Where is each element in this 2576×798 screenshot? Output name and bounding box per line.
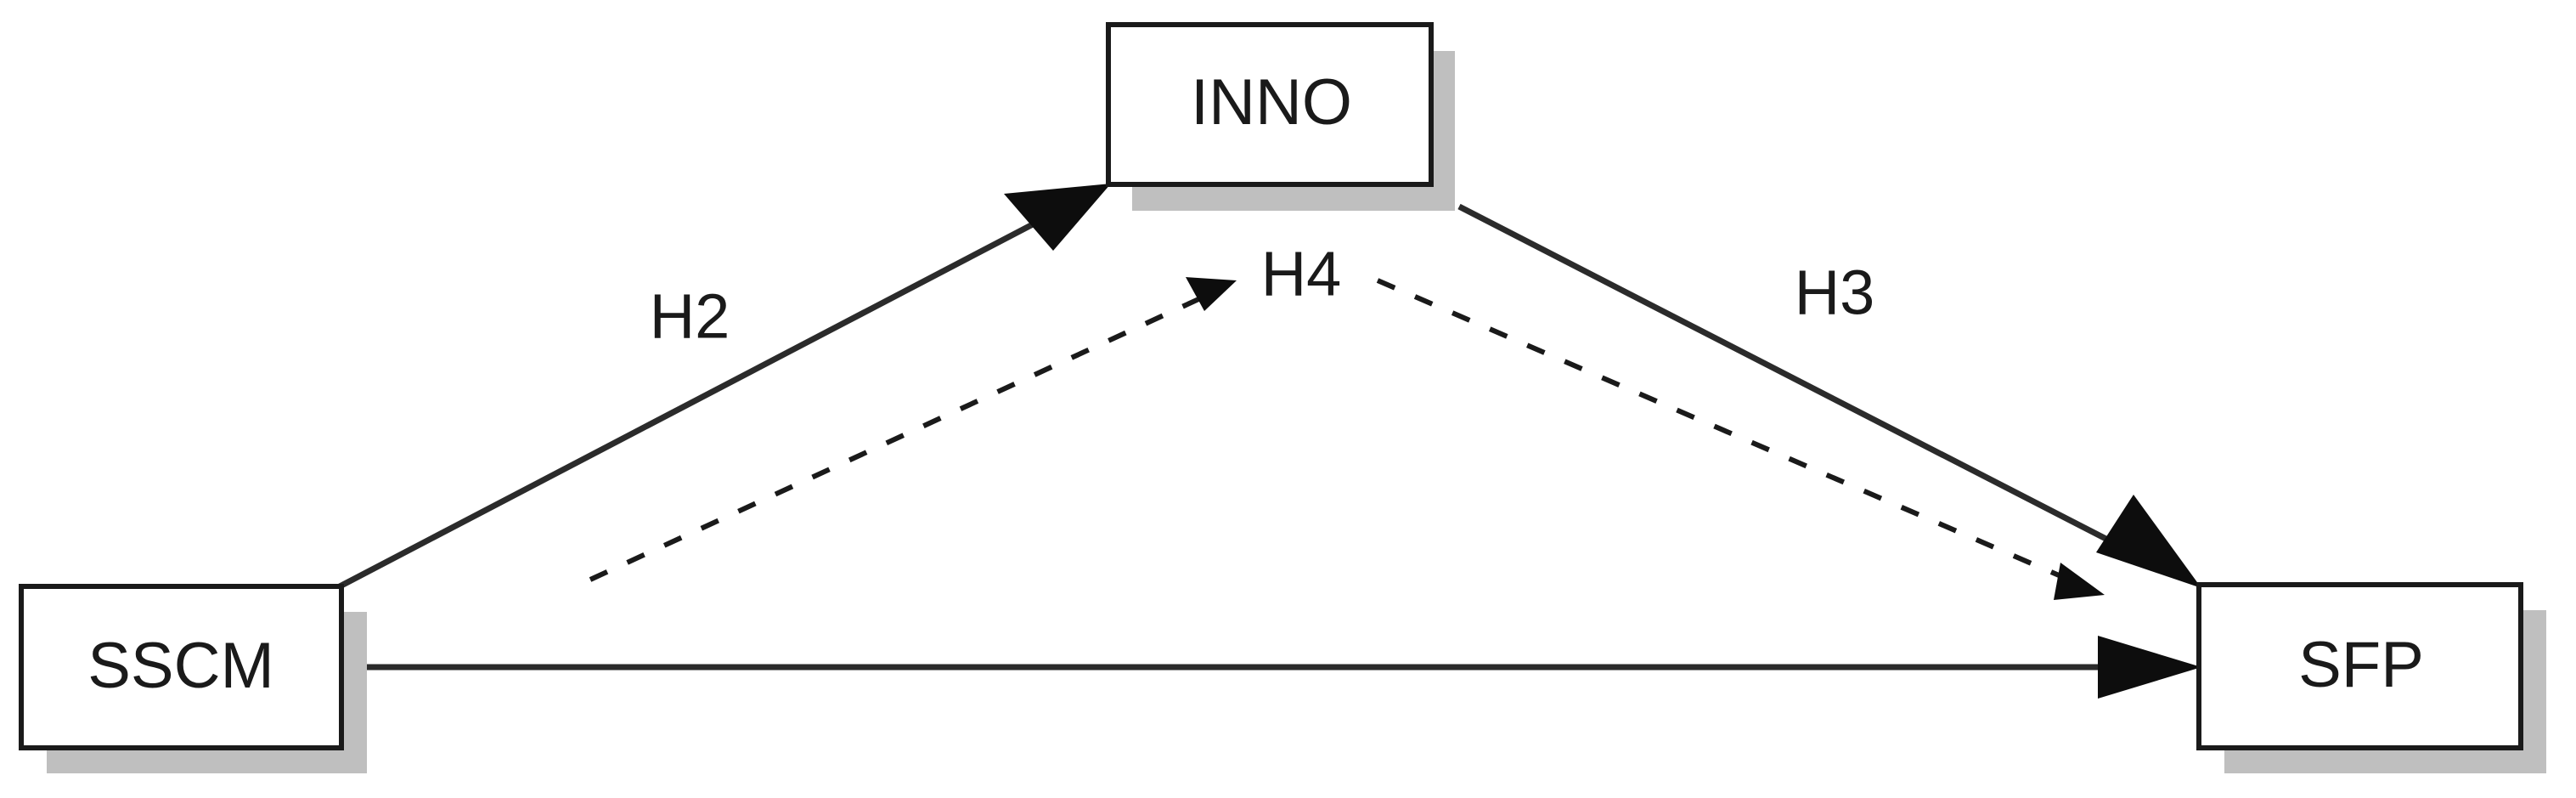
node-inno[interactable]: INNO — [1106, 22, 1455, 211]
edge-h1-arrowhead — [2098, 636, 2201, 699]
edge-h4-left-line — [589, 293, 1208, 582]
edge-h3-line — [1457, 203, 2157, 568]
edge-h4-left — [589, 277, 1237, 582]
edge-h4-right — [1376, 278, 2105, 600]
edge-h4-right-line — [1376, 278, 2072, 583]
node-sfp-rect — [2196, 582, 2523, 750]
edge-label-h2: H2 — [650, 281, 730, 352]
node-sfp[interactable]: SFP — [2196, 582, 2546, 773]
node-sfp-label: SFP — [2298, 629, 2424, 701]
edge-h2-arrowhead — [1004, 184, 1111, 251]
edge-label-h4: H4 — [1261, 239, 1342, 309]
node-inno-rect — [1106, 22, 1434, 187]
node-sscm[interactable]: SSCM — [19, 584, 367, 773]
edge-h2 — [338, 184, 1111, 590]
edge-h4-right-arrowhead — [2054, 563, 2105, 600]
edge-h4-left-arrowhead — [1186, 277, 1237, 311]
edge-h3-arrowhead — [2096, 495, 2201, 588]
edge-label-h3: H3 — [1795, 258, 1875, 328]
node-sscm-rect — [19, 584, 344, 750]
edge-h2-line — [338, 201, 1072, 590]
edge-h1 — [365, 636, 2201, 699]
node-sscm-label: SSCM — [87, 630, 274, 702]
node-inno-label: INNO — [1191, 66, 1352, 139]
edge-h3 — [1457, 203, 2201, 588]
